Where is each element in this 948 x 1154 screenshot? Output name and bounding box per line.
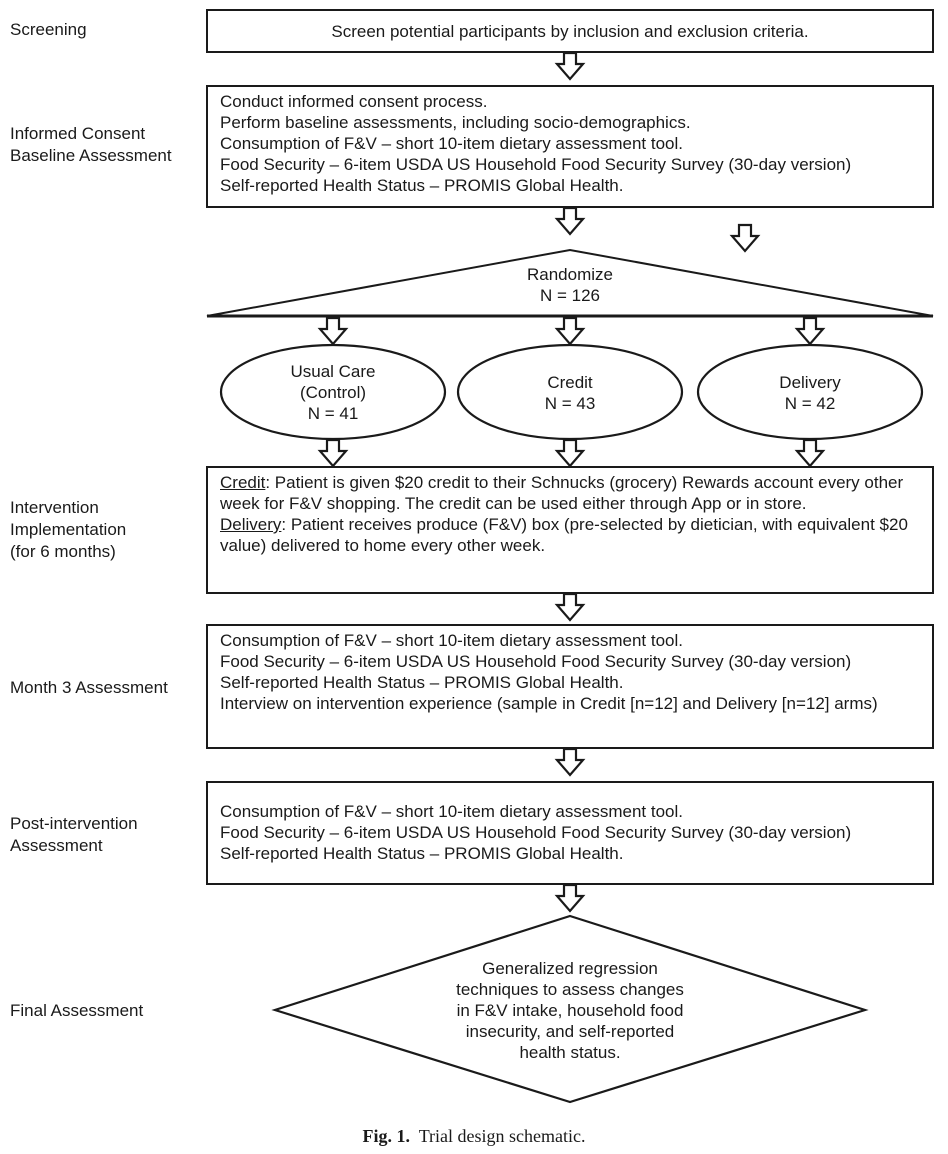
month3-line: Interview on intervention experience (sa… bbox=[220, 694, 878, 713]
post-line: Food Security – 6-item USDA US Household… bbox=[220, 823, 852, 842]
stage-label-intervention-line1: Intervention bbox=[10, 498, 99, 517]
caption-text: Trial design schematic. bbox=[418, 1126, 586, 1146]
arrow-down-icon bbox=[318, 316, 348, 346]
stage-label-consent-line1: Informed Consent bbox=[10, 124, 146, 143]
arrow-down-icon bbox=[555, 316, 585, 346]
arm-n: N = 43 bbox=[544, 394, 596, 413]
post-line: Consumption of F&V – short 10-item dieta… bbox=[220, 802, 683, 821]
arm-usual-care: Usual Care (Control) N = 41 bbox=[233, 361, 433, 424]
randomize-label: Randomize N = 126 bbox=[470, 264, 670, 306]
arrow-down-icon bbox=[555, 206, 585, 236]
final-line: health status. bbox=[519, 1043, 621, 1062]
arrow-down-icon bbox=[555, 747, 585, 777]
baseline-box: Conduct informed consent process. Perfor… bbox=[206, 85, 934, 208]
credit-label: Credit bbox=[220, 473, 266, 492]
month3-line: Consumption of F&V – short 10-item dieta… bbox=[220, 631, 683, 650]
baseline-line: Food Security – 6-item USDA US Household… bbox=[220, 155, 852, 174]
stage-label-intervention-line3: (for 6 months) bbox=[10, 542, 116, 561]
screening-text: Screen potential participants by inclusi… bbox=[331, 22, 809, 41]
stage-label-intervention-line2: Implementation bbox=[10, 520, 127, 539]
arrow-down-icon bbox=[795, 316, 825, 346]
arm-name: Delivery bbox=[779, 373, 841, 392]
arm-name: Usual Care bbox=[290, 362, 376, 381]
stage-label-post: Post-intervention Assessment bbox=[10, 813, 138, 857]
final-line: techniques to assess changes bbox=[456, 980, 684, 999]
post-line: Self-reported Health Status – PROMIS Glo… bbox=[220, 844, 624, 863]
arrow-down-icon bbox=[555, 51, 585, 81]
stage-label-intervention: Intervention Implementation (for 6 month… bbox=[10, 497, 126, 563]
month3-line: Self-reported Health Status – PROMIS Glo… bbox=[220, 673, 624, 692]
intervention-box: Credit: Patient is given $20 credit to t… bbox=[206, 466, 934, 594]
delivery-label: Delivery bbox=[220, 515, 282, 534]
baseline-line: Perform baseline assessments, including … bbox=[220, 113, 691, 132]
randomize-n: N = 126 bbox=[539, 286, 600, 305]
baseline-line: Self-reported Health Status – PROMIS Glo… bbox=[220, 176, 624, 195]
final-diamond bbox=[271, 914, 869, 1104]
baseline-line: Conduct informed consent process. bbox=[220, 92, 488, 111]
post-box: Consumption of F&V – short 10-item dieta… bbox=[206, 781, 934, 885]
month3-box: Consumption of F&V – short 10-item dieta… bbox=[206, 624, 934, 749]
arrow-down-icon bbox=[555, 438, 585, 468]
arrow-down-icon bbox=[318, 438, 348, 468]
arm-delivery: Delivery N = 42 bbox=[710, 372, 910, 414]
final-line: insecurity, and self-reported bbox=[465, 1022, 675, 1041]
randomize-title: Randomize bbox=[527, 265, 613, 284]
arm-sub: (Control) bbox=[299, 383, 367, 402]
intervention-credit: Credit: Patient is given $20 credit to t… bbox=[220, 472, 920, 514]
arm-credit: Credit N = 43 bbox=[470, 372, 670, 414]
arrow-down-icon bbox=[555, 592, 585, 622]
caption-label: Fig. 1. bbox=[362, 1126, 411, 1146]
credit-text: : Patient is given $20 credit to their S… bbox=[220, 473, 904, 513]
arm-n: N = 41 bbox=[307, 404, 359, 423]
intervention-delivery: Delivery: Patient receives produce (F&V)… bbox=[220, 514, 920, 556]
baseline-line: Consumption of F&V – short 10-item dieta… bbox=[220, 134, 683, 153]
arrow-down-icon bbox=[795, 438, 825, 468]
stage-label-final: Final Assessment bbox=[10, 1001, 144, 1020]
figure-caption: Fig. 1. Trial design schematic. bbox=[0, 1126, 948, 1147]
screening-box: Screen potential participants by inclusi… bbox=[206, 9, 934, 53]
stage-label-post-line2: Assessment bbox=[10, 836, 103, 855]
arrow-down-icon bbox=[555, 883, 585, 913]
delivery-text: : Patient receives produce (F&V) box (pr… bbox=[220, 515, 908, 555]
final-diamond-text: Generalized regression techniques to ass… bbox=[420, 958, 720, 1063]
final-line: Generalized regression bbox=[482, 959, 658, 978]
month3-line: Food Security – 6-item USDA US Household… bbox=[220, 652, 852, 671]
stage-label-post-line1: Post-intervention bbox=[10, 814, 138, 833]
arm-n: N = 42 bbox=[784, 394, 836, 413]
stage-label-consent: Informed Consent Baseline Assessment bbox=[10, 123, 172, 167]
arm-name: Credit bbox=[547, 373, 593, 392]
final-line: in F&V intake, household food bbox=[456, 1001, 684, 1020]
stage-label-month3: Month 3 Assessment bbox=[10, 678, 168, 697]
arrow-down-icon bbox=[730, 223, 760, 253]
stage-label-consent-line2: Baseline Assessment bbox=[10, 146, 172, 165]
stage-label-screening: Screening bbox=[10, 20, 87, 39]
